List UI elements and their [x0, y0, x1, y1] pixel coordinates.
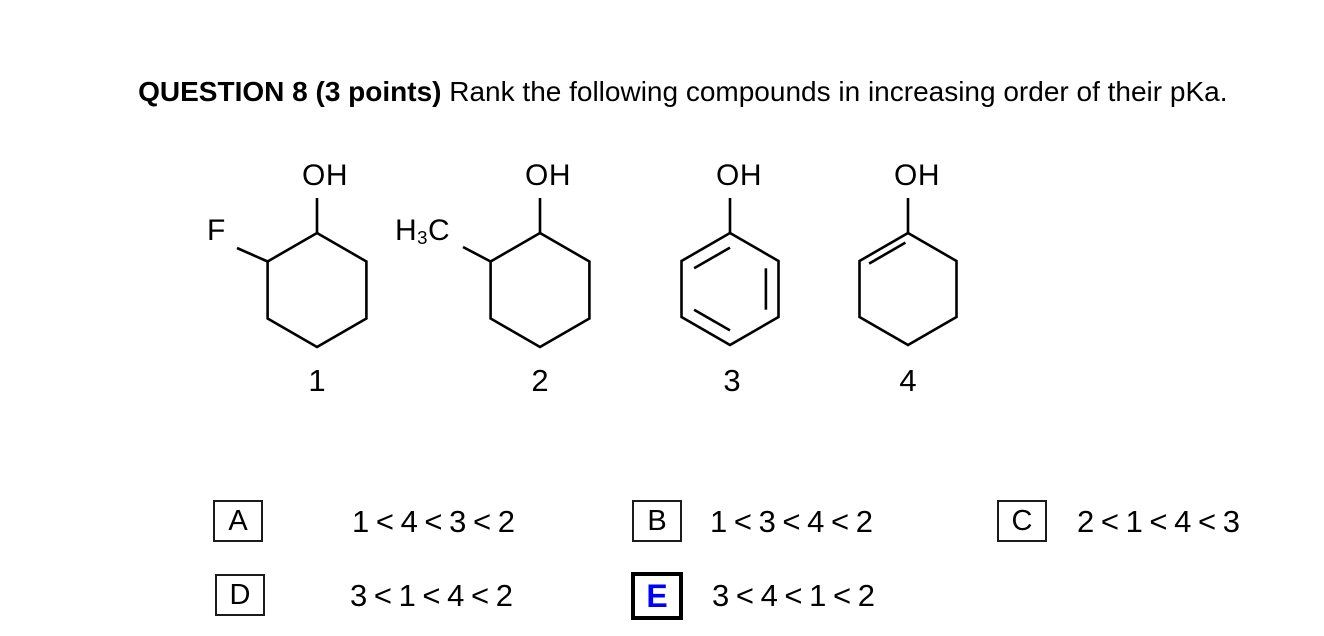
structure-3-skeleton-drawing [680, 198, 780, 347]
substituent-label: H3C [395, 216, 450, 248]
structure-4: OH 4 [825, 159, 995, 398]
hydroxyl-label: OH [894, 159, 940, 192]
question-title: QUESTION 8 (3 points) Rank the following… [107, 46, 1227, 138]
structure-1-skeleton-drawing [236, 198, 368, 349]
option-d-box[interactable]: D [215, 574, 265, 616]
structure-2-skeleton-drawing [462, 198, 591, 349]
substituent-atom-2: C [428, 214, 451, 247]
substituent-atom: H [395, 214, 418, 247]
substituent-subscript: 3 [417, 227, 429, 249]
ring-bond [266, 231, 368, 349]
substituent-atom: F [207, 214, 226, 247]
ring-bond [489, 231, 591, 349]
option-e-ranking: 3 < 4 < 1 < 2 [712, 578, 875, 613]
option-c-ranking: 2 < 1 < 4 < 3 [1077, 504, 1240, 539]
structure-number: 3 [723, 363, 741, 398]
enol-double-bond-inner [868, 241, 907, 265]
question-text: Rank the following compounds in increasi… [441, 75, 1228, 107]
option-d-letter: D [229, 578, 251, 611]
option-c-box[interactable]: C [997, 500, 1047, 542]
hydroxyl-label: OH [525, 159, 571, 192]
ring-bond [680, 231, 780, 347]
question-number-label: QUESTION 8 (3 points) [138, 75, 442, 107]
option-c-letter: C [1011, 504, 1033, 537]
option-a-box[interactable]: A [213, 500, 263, 542]
substituent-label: F [207, 216, 226, 248]
option-a-ranking: 1 < 4 < 3 < 2 [352, 504, 515, 539]
structure-1: OH F 1 [195, 159, 385, 398]
ring-bond [858, 231, 958, 347]
structure-4-skeleton-drawing [858, 198, 958, 347]
option-a-letter: A [228, 504, 248, 537]
structure-number: 2 [531, 363, 549, 398]
option-e-box-selected[interactable]: E [631, 572, 683, 620]
substituent-bond [462, 245, 492, 263]
structure-2: OH H3C 2 [390, 159, 605, 398]
structure-number: 1 [308, 363, 326, 398]
option-b-box[interactable]: B [632, 500, 682, 542]
aromatic-double-bond-inner [693, 308, 731, 332]
option-d-ranking: 3 < 1 < 4 < 2 [350, 578, 513, 613]
hydroxyl-label: OH [716, 159, 762, 192]
structure-3: OH 3 [650, 159, 810, 398]
option-b-letter: B [647, 504, 667, 537]
aromatic-double-bond-inner [693, 246, 731, 270]
substituent-bond [236, 246, 269, 263]
option-b-ranking: 1 < 3 < 4 < 2 [710, 504, 873, 539]
hydroxyl-label: OH [302, 159, 348, 192]
structure-number: 4 [899, 363, 917, 398]
option-e-letter: E [646, 577, 668, 614]
